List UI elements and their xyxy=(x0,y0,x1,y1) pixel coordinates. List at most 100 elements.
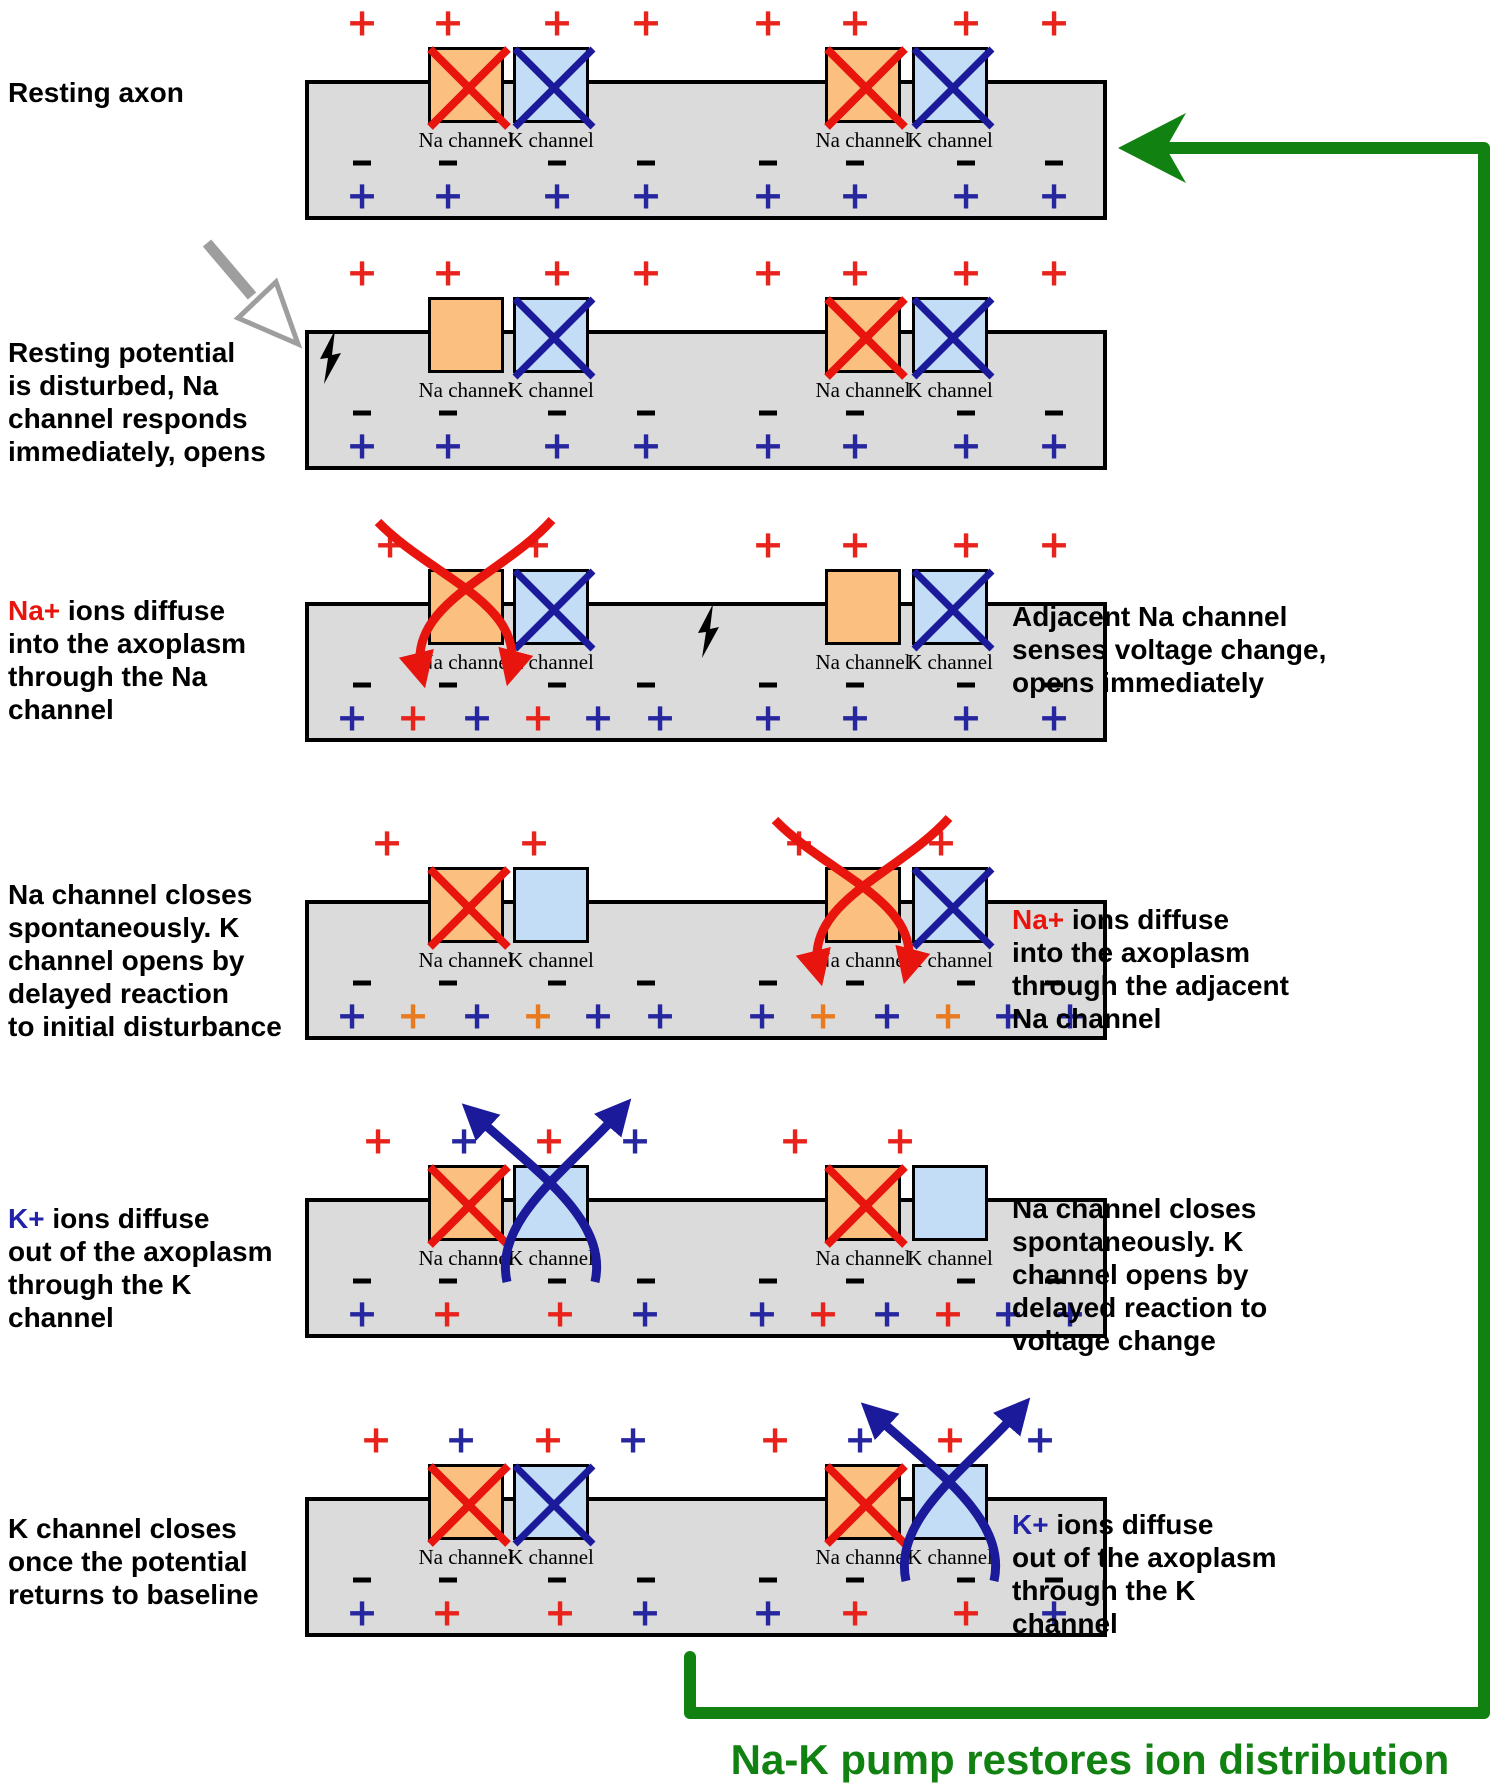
extracellular-plus-sign: + xyxy=(541,0,573,45)
na-channel-box xyxy=(825,867,901,943)
extracellular-plus-sign: + xyxy=(1024,1417,1056,1462)
intracellular-minus-sign xyxy=(353,682,371,688)
intracellular-minus-sign xyxy=(637,682,655,688)
intracellular-plus-sign: + xyxy=(871,1291,903,1336)
na-channel-label: Na channel xyxy=(418,378,514,402)
extracellular-plus-sign: + xyxy=(532,1417,564,1462)
stimulus-arrow-icon xyxy=(202,239,257,300)
k-channel-box xyxy=(911,866,995,950)
intracellular-plus-sign: + xyxy=(950,1590,982,1635)
caption-line: channel xyxy=(8,1301,272,1334)
caption-span: opens immediately xyxy=(1012,667,1265,698)
intracellular-minus-sign xyxy=(846,410,864,416)
intracellular-plus-sign: + xyxy=(630,173,662,218)
extracellular-plus-sign: + xyxy=(752,250,784,295)
caption-span: returns to baseline xyxy=(8,1579,259,1610)
extracellular-plus-sign: + xyxy=(432,250,464,295)
caption-line: K+ ions diffuse xyxy=(1012,1508,1276,1541)
intracellular-minus-sign xyxy=(759,160,777,166)
closed-x-red xyxy=(427,46,511,130)
extracellular-plus-sign: + xyxy=(448,1118,480,1163)
intracellular-plus-sign: + xyxy=(431,1291,463,1336)
extracellular-plus-sign: + xyxy=(360,1417,392,1462)
closed-x-red xyxy=(824,1164,908,1248)
extracellular-plus-sign: + xyxy=(362,1118,394,1163)
caption-span: out of the axoplasm xyxy=(8,1236,273,1267)
caption-span: to initial disturbance xyxy=(8,1011,282,1042)
caption-line: delayed reaction to xyxy=(1012,1291,1267,1324)
na-channel-label: Na channel xyxy=(418,948,514,972)
closed-x-red xyxy=(824,1463,908,1547)
stimulus-arrowhead-icon xyxy=(233,277,303,349)
caption-line: through the K xyxy=(1012,1574,1276,1607)
intracellular-minus-sign xyxy=(548,160,566,166)
caption-span: ions diffuse xyxy=(44,1203,210,1234)
intracellular-plus-sign: + xyxy=(932,1291,964,1336)
intracellular-plus-sign: + xyxy=(522,993,554,1038)
caption-span: out of the axoplasm xyxy=(1012,1542,1277,1573)
caption-line: Adjacent Na channel xyxy=(1012,600,1326,633)
intracellular-minus-sign xyxy=(846,682,864,688)
caption-line: to initial disturbance xyxy=(8,1010,282,1043)
intracellular-minus-sign xyxy=(846,160,864,166)
extracellular-plus-sign: + xyxy=(1038,522,1070,567)
caption-line: is disturbed, Na xyxy=(8,369,266,402)
intracellular-plus-sign: + xyxy=(932,993,964,1038)
caption-line: K+ ions diffuse xyxy=(8,1202,272,1235)
extracellular-plus-sign: + xyxy=(779,1118,811,1163)
intracellular-plus-sign: + xyxy=(1038,695,1070,740)
extracellular-plus-sign: + xyxy=(617,1417,649,1462)
caption-span: channel xyxy=(1012,1608,1118,1639)
caption-line: spontaneously. K xyxy=(1012,1225,1267,1258)
caption-span: channel opens by xyxy=(1012,1259,1249,1290)
caption-line: delayed reaction xyxy=(8,977,282,1010)
caption-line: into the axoplasm xyxy=(8,627,246,660)
intracellular-plus-sign: + xyxy=(336,695,368,740)
caption-line: out of the axoplasm xyxy=(8,1235,272,1268)
na-channel-box xyxy=(427,1164,511,1248)
closed-x-blue xyxy=(512,296,596,380)
intracellular-minus-sign xyxy=(957,980,975,986)
caption-span: spontaneously. K xyxy=(1012,1226,1244,1257)
intracellular-plus-sign: + xyxy=(839,423,871,468)
extracellular-plus-sign: + xyxy=(950,250,982,295)
k-channel-box xyxy=(512,568,596,652)
intracellular-plus-sign: + xyxy=(346,423,378,468)
extracellular-plus-sign: + xyxy=(839,250,871,295)
caption-span: immediately, opens xyxy=(8,436,266,467)
caption-line: voltage change xyxy=(1012,1324,1267,1357)
k-channel-label: K channel xyxy=(508,378,594,402)
intracellular-minus-sign xyxy=(353,160,371,166)
na-channel-label: Na channel xyxy=(418,1545,514,1569)
k-channel-label: K channel xyxy=(508,650,594,674)
intracellular-plus-sign: + xyxy=(544,1291,576,1336)
caption-span: Resting potential xyxy=(8,337,236,368)
caption-line: senses voltage change, xyxy=(1012,633,1326,666)
caption-line: Resting axon xyxy=(8,76,184,109)
caption-line: spontaneously. K xyxy=(8,911,282,944)
caption-span: through the K xyxy=(8,1269,192,1300)
intracellular-minus-sign xyxy=(353,1577,371,1583)
left-caption: Resting axon xyxy=(8,76,184,109)
intracellular-minus-sign xyxy=(1045,410,1063,416)
caption-span: Resting axon xyxy=(8,77,184,108)
extracellular-plus-sign: + xyxy=(839,0,871,45)
caption-span: into the axoplasm xyxy=(8,628,247,659)
extracellular-plus-sign: + xyxy=(1038,0,1070,45)
extracellular-plus-sign: + xyxy=(432,0,464,45)
caption-span: delayed reaction xyxy=(8,978,229,1009)
intracellular-minus-sign xyxy=(759,410,777,416)
k-channel-label: K channel xyxy=(508,128,594,152)
intracellular-minus-sign xyxy=(637,1577,655,1583)
closed-x-blue xyxy=(512,46,596,130)
intracellular-plus-sign: + xyxy=(839,695,871,740)
caption-line: channel xyxy=(8,693,246,726)
extracellular-plus-sign: + xyxy=(884,1118,916,1163)
intracellular-minus-sign xyxy=(548,410,566,416)
intracellular-plus-sign: + xyxy=(839,1590,871,1635)
extracellular-plus-sign: + xyxy=(759,1417,791,1462)
closed-x-blue xyxy=(911,866,995,950)
